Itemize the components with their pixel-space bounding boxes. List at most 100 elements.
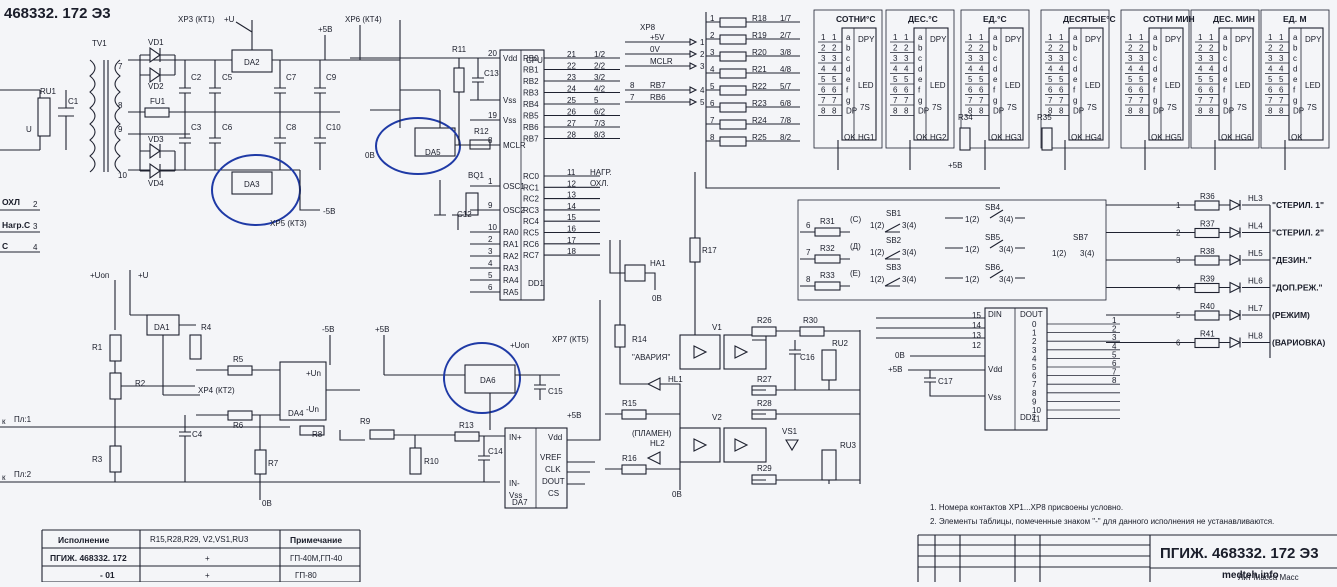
display-num2: 4 [1209, 65, 1214, 74]
dd2-zero: 0В [895, 351, 905, 360]
display-num: 4 [968, 65, 973, 74]
fu1-label: FU1 [150, 97, 166, 106]
rnet-label: R19 [752, 31, 767, 40]
display-ok: OK [991, 133, 1003, 142]
btn-resistor [814, 254, 841, 264]
display-num: 5 [1048, 75, 1053, 84]
mcu-pin-ra4: RA4 [503, 276, 519, 285]
xp8-arrow [689, 38, 698, 46]
display-num2: 8 [979, 107, 984, 116]
fu1-fuse [144, 107, 170, 118]
mcu-pin-ra0: RA0 [503, 228, 519, 237]
btn-sb-label: SB1 [886, 209, 902, 218]
display-seg: DP [1153, 107, 1164, 116]
rnet-num: 1 [710, 14, 715, 23]
ind-hl-label: HL4 [1248, 222, 1263, 231]
display-num2: 4 [1059, 65, 1064, 74]
r5-resistor [227, 365, 253, 376]
display-num2: 1 [832, 33, 837, 42]
ind-resistor [1194, 255, 1220, 266]
r11-label: R11 [452, 45, 467, 54]
display-seg: c [1223, 54, 1227, 63]
display-num2: 5 [832, 75, 837, 84]
xp4-label: XP4 (КТ2) [198, 386, 235, 395]
display-num2: 5 [1139, 75, 1144, 84]
display-num2: 4 [979, 65, 984, 74]
display-led-label: LED [858, 81, 874, 90]
display-frame [1190, 9, 1260, 149]
display-led-label: LED [1005, 81, 1021, 90]
hl2-label: HL2 [650, 439, 665, 448]
c7-label: C7 [286, 73, 297, 82]
ind-resistor [1194, 310, 1220, 321]
display-seg: b [1153, 44, 1158, 53]
display-seg: c [1293, 54, 1297, 63]
doc-code-top: 468332. 172 Э3 [4, 5, 111, 22]
display-num: 2 [968, 44, 973, 53]
r12-label: R12 [474, 127, 489, 136]
mcu-pin-rb6: RB6 [523, 123, 539, 132]
display-title: ДЕС. МИН [1213, 14, 1255, 24]
r27-label: R27 [757, 375, 772, 384]
display-num: 7 [1128, 96, 1133, 105]
mcu-pin-mclr: MCLR [503, 141, 526, 150]
mcu-pin-rb3: RB3 [523, 89, 539, 98]
display-seg: c [846, 54, 850, 63]
dd1-microcontroller [499, 49, 545, 301]
lower-rails [329, 335, 470, 376]
xp8-num: 5 [700, 98, 705, 107]
okhl-label: ОХЛ. [590, 179, 609, 188]
ind-led [1229, 254, 1242, 266]
c12-label: C12 [457, 210, 472, 219]
xp8-left: 8 [630, 81, 635, 90]
display-num2: 6 [979, 86, 984, 95]
ind-r-label: R41 [1200, 330, 1215, 339]
tv-pin-8: 8 [118, 101, 123, 110]
btn-pin-b: 3(4) [902, 248, 917, 257]
dd2-in-num: 14 [972, 321, 981, 330]
r6-resistor [227, 410, 253, 421]
btn-r-label: R32 [820, 244, 835, 253]
r3-label: R3 [92, 455, 103, 464]
display-num2: 6 [1059, 86, 1064, 95]
ind-hl-label: HL7 [1248, 304, 1263, 313]
display-num: 4 [893, 65, 898, 74]
mcu-right-num: 12 [567, 179, 576, 188]
r16-resistor [621, 464, 647, 475]
dd2-pin-num: 1 [1032, 329, 1037, 338]
xp5-label: XP5 (КТ3) [270, 219, 307, 228]
mcu-left-num: 9 [488, 201, 493, 210]
display-num2: 8 [1059, 107, 1064, 116]
mcu-pin-rc4: RC4 [523, 217, 540, 226]
r2-resistor [109, 372, 122, 400]
display-hg: HG1 [858, 133, 875, 142]
display-num: 4 [1198, 65, 1203, 74]
tv1-label: TV1 [92, 39, 107, 48]
btn-row-num: 6 [806, 221, 811, 230]
display-num2: 4 [832, 65, 837, 74]
title-block [917, 534, 1337, 582]
btn-pin-b: 3(4) [1080, 249, 1095, 258]
display-ok: OK [1071, 133, 1083, 142]
display-seg: b [1293, 44, 1298, 53]
mcu-pin-ra3: RA3 [503, 264, 519, 273]
display-num: 6 [1048, 86, 1053, 95]
c8-label: C8 [286, 123, 297, 132]
dd1-label: DD1 [528, 279, 545, 288]
mcu-left-num: 2 [488, 235, 493, 244]
r16-label: R16 [622, 454, 637, 463]
display-seg: e [993, 75, 998, 84]
r30-resistor [799, 326, 825, 337]
left-wires [0, 209, 500, 483]
r11-resistor [453, 67, 465, 93]
display-num: 5 [968, 75, 973, 84]
display-seg: f [1153, 86, 1156, 95]
optotriac-v1 [679, 334, 767, 370]
display-num2: 5 [1209, 75, 1214, 84]
table-header-parts: R15,R28,R29, V2,VS1,RU3 [150, 535, 249, 544]
rnet-num: 7 [710, 116, 715, 125]
mcu-right-num: 22 [567, 62, 576, 71]
display-num2: 8 [904, 107, 909, 116]
